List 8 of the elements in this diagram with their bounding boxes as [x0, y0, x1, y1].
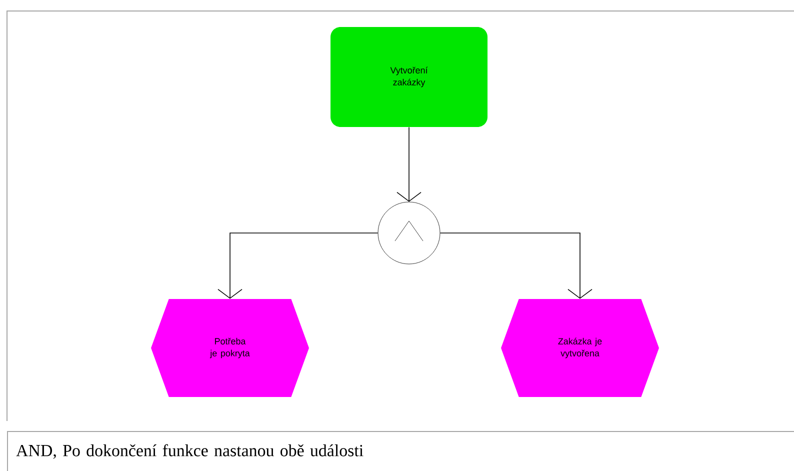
event-hexagon: Zakázka je vytvořena [501, 299, 659, 397]
function-box: Vytvoření zakázky [330, 27, 488, 127]
arrow [396, 126, 422, 202]
event-hexagon: Potřeba je pokryta [151, 299, 309, 397]
arrow [218, 232, 378, 299]
connector-circle [378, 202, 440, 264]
arrow [440, 232, 592, 299]
caption: AND, Po dokončení funkce nastanou obě události [7, 431, 794, 471]
